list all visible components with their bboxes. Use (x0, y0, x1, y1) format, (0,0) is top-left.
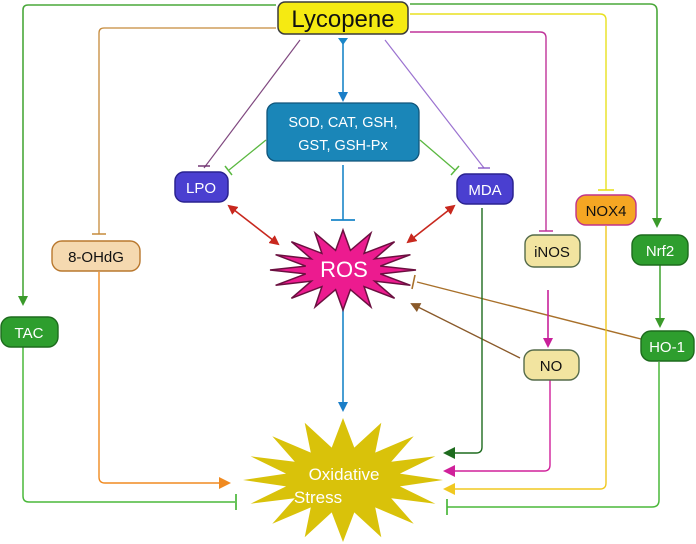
edge-lycopene-nrf2 (410, 3, 662, 228)
edge-lycopene-8ohdg (98, 27, 276, 234)
inhibit-bar-ho1-ros (411, 274, 416, 290)
node-tac[interactable]: TAC (0, 316, 59, 348)
edge-lycopene-nox4 (410, 13, 607, 190)
node-no[interactable]: NO (523, 349, 580, 381)
edge-no-oxidative-stress (443, 377, 551, 477)
edge-lpo-ros (227, 204, 280, 246)
enzymes-label-line1: SOD, CAT, GSH, (288, 115, 397, 131)
node-antioxidant-enzymes[interactable]: SOD, CAT, GSH, GST, GSH-Px (266, 102, 420, 162)
ho1-label: HO-1 (649, 339, 685, 356)
oxidative-stress-label-line2: Stress (294, 488, 342, 507)
edge-mda-ros (406, 204, 456, 244)
node-nrf2[interactable]: Nrf2 (631, 234, 689, 266)
mda-label: MDA (468, 182, 501, 199)
8ohdg-label: 8-OHdG (68, 249, 124, 266)
edge-lycopene-lpo (203, 39, 301, 169)
edge-lycopene-inos (410, 31, 547, 231)
edge-lycopene-tac (18, 4, 276, 306)
nox4-label: NOX4 (586, 203, 627, 220)
inhibit-bar-enzymes-lpo (224, 165, 233, 176)
edge-nox4-oxidative-stress (443, 226, 607, 495)
edge-no-ros (410, 303, 521, 359)
edge-enzymes-lpo (228, 139, 267, 171)
node-oxidative-stress[interactable]: Oxidative Stress (243, 418, 443, 542)
oxidative-stress-starburst-shape (243, 418, 443, 542)
enzymes-label-line2: GST, GSH-Px (298, 138, 388, 154)
ros-label: ROS (320, 257, 368, 282)
edge-mda-oxidative-stress (443, 208, 483, 459)
edge-ho1-oxidative-stress (447, 362, 660, 508)
lycopene-label: Lycopene (291, 6, 394, 33)
edge-8ohdg-oxidative-stress (98, 272, 231, 489)
node-ros[interactable]: ROS (269, 227, 417, 313)
tac-label: TAC (15, 325, 44, 342)
nrf2-label: Nrf2 (646, 243, 674, 260)
lycopene-stub-marker (338, 38, 348, 45)
edge-ho1-ros (416, 281, 642, 340)
oxidative-stress-label-line1: Oxidative (309, 465, 380, 484)
node-ho1[interactable]: HO-1 (640, 330, 695, 362)
node-lpo[interactable]: LPO (174, 171, 229, 203)
node-8ohdg[interactable]: 8-OHdG (51, 240, 141, 272)
no-label: NO (540, 358, 563, 375)
node-lycopene[interactable]: Lycopene (277, 1, 409, 35)
ros-starburst-shape (269, 227, 417, 313)
inos-label: iNOS (534, 244, 570, 261)
node-inos[interactable]: iNOS (524, 234, 581, 268)
edge-lycopene-mda (384, 39, 485, 169)
lpo-label: LPO (186, 180, 216, 197)
edge-tac-oxidative-stress (22, 340, 235, 503)
node-nox4[interactable]: NOX4 (575, 194, 637, 226)
node-mda[interactable]: MDA (456, 173, 514, 205)
edge-enzymes-mda (419, 139, 456, 171)
inhibit-bar-enzymes-mda (450, 165, 460, 176)
